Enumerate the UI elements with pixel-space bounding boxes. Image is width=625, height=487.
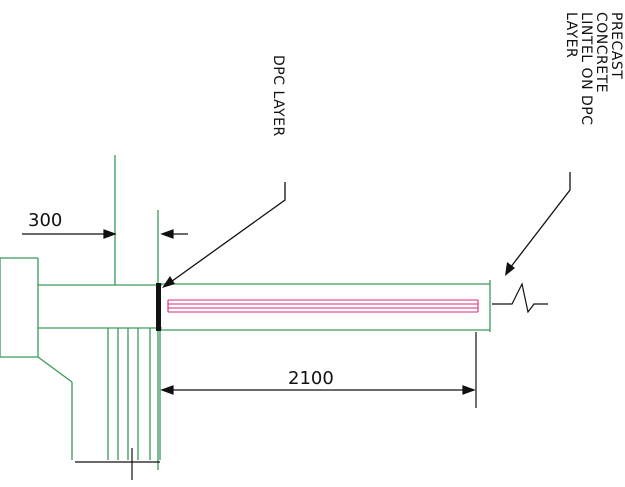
dim-2100-right-arrow [462, 385, 476, 395]
dim-300-arrow [103, 229, 117, 239]
bottom-marker [75, 448, 160, 480]
dim-2100-label: 2100 [288, 368, 334, 389]
haunch-diagonal [37, 356, 73, 383]
wall-structure [0, 155, 491, 470]
leader-dpc-line [167, 182, 286, 285]
dim-2100-left-arrow [160, 385, 174, 395]
dim-300-right-arrow [160, 229, 174, 239]
dim-300-label: 300 [28, 210, 62, 231]
lintel-bearing-end [156, 283, 161, 331]
lintel-label-line-1: PRECAST [608, 12, 624, 79]
dimension-300 [22, 229, 188, 239]
leader-dpc-arrow [162, 276, 175, 288]
break-line [492, 282, 548, 314]
leader-lintel-line [509, 172, 571, 269]
lintel-label-line-2: CONCRETE [593, 12, 609, 93]
left-wall-outline [0, 257, 39, 358]
lintel-label-line-3: LINTEL ON DPC [578, 12, 594, 126]
leader-lintel-arrow [505, 262, 515, 276]
dpc-layer-label: DPC LAYER [270, 55, 286, 137]
leader-lintel [509, 172, 571, 269]
lintel-label-line-4: LAYER [563, 12, 579, 58]
dimension-2100 [160, 332, 477, 408]
precast-lintel [167, 299, 479, 313]
leader-dpc [167, 182, 286, 285]
